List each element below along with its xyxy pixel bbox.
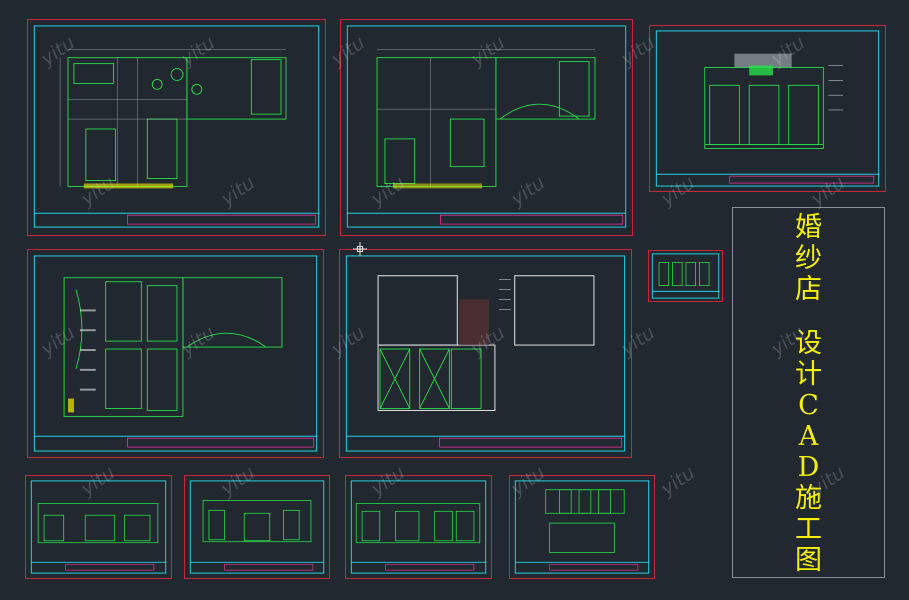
title-description: 设计CAD施工图 [795,328,822,576]
title-shop-name: 婚纱店 [795,212,822,305]
drawing-sheet-elevation-c[interactable] [345,475,492,579]
drawing-sheet-plan-layout[interactable] [340,19,633,236]
drawing-sheet-elevation-a[interactable] [25,475,172,579]
plan-furniture-drawing [33,25,320,228]
elevation-d-drawing [514,480,650,574]
drawing-sheet-detail-small[interactable] [648,250,723,302]
drawing-title-block: 婚纱店 设计CAD施工图 [732,207,885,578]
crosshair-cursor-icon [353,242,367,256]
detail-small-drawing [651,253,720,299]
second-floor-drawing [345,255,626,452]
drawing-sheet-ceiling-plan[interactable] [27,249,324,458]
drawing-sheet-plan-furniture[interactable] [27,19,326,236]
drawing-sheet-second-floor[interactable] [339,249,632,458]
ceiling-plan-drawing [33,255,318,452]
facade-elevation-drawing [655,30,880,187]
elevation-c-drawing [350,480,487,574]
plan-layout-drawing [346,25,627,228]
elevation-b-drawing [189,480,325,574]
drawing-sheet-elevation-facade[interactable] [649,25,886,192]
watermark-text: yitu [656,461,700,501]
drawing-sheet-elevation-b[interactable] [184,475,330,579]
elevation-a-drawing [30,480,167,574]
drawing-sheet-elevation-d[interactable] [509,475,655,579]
